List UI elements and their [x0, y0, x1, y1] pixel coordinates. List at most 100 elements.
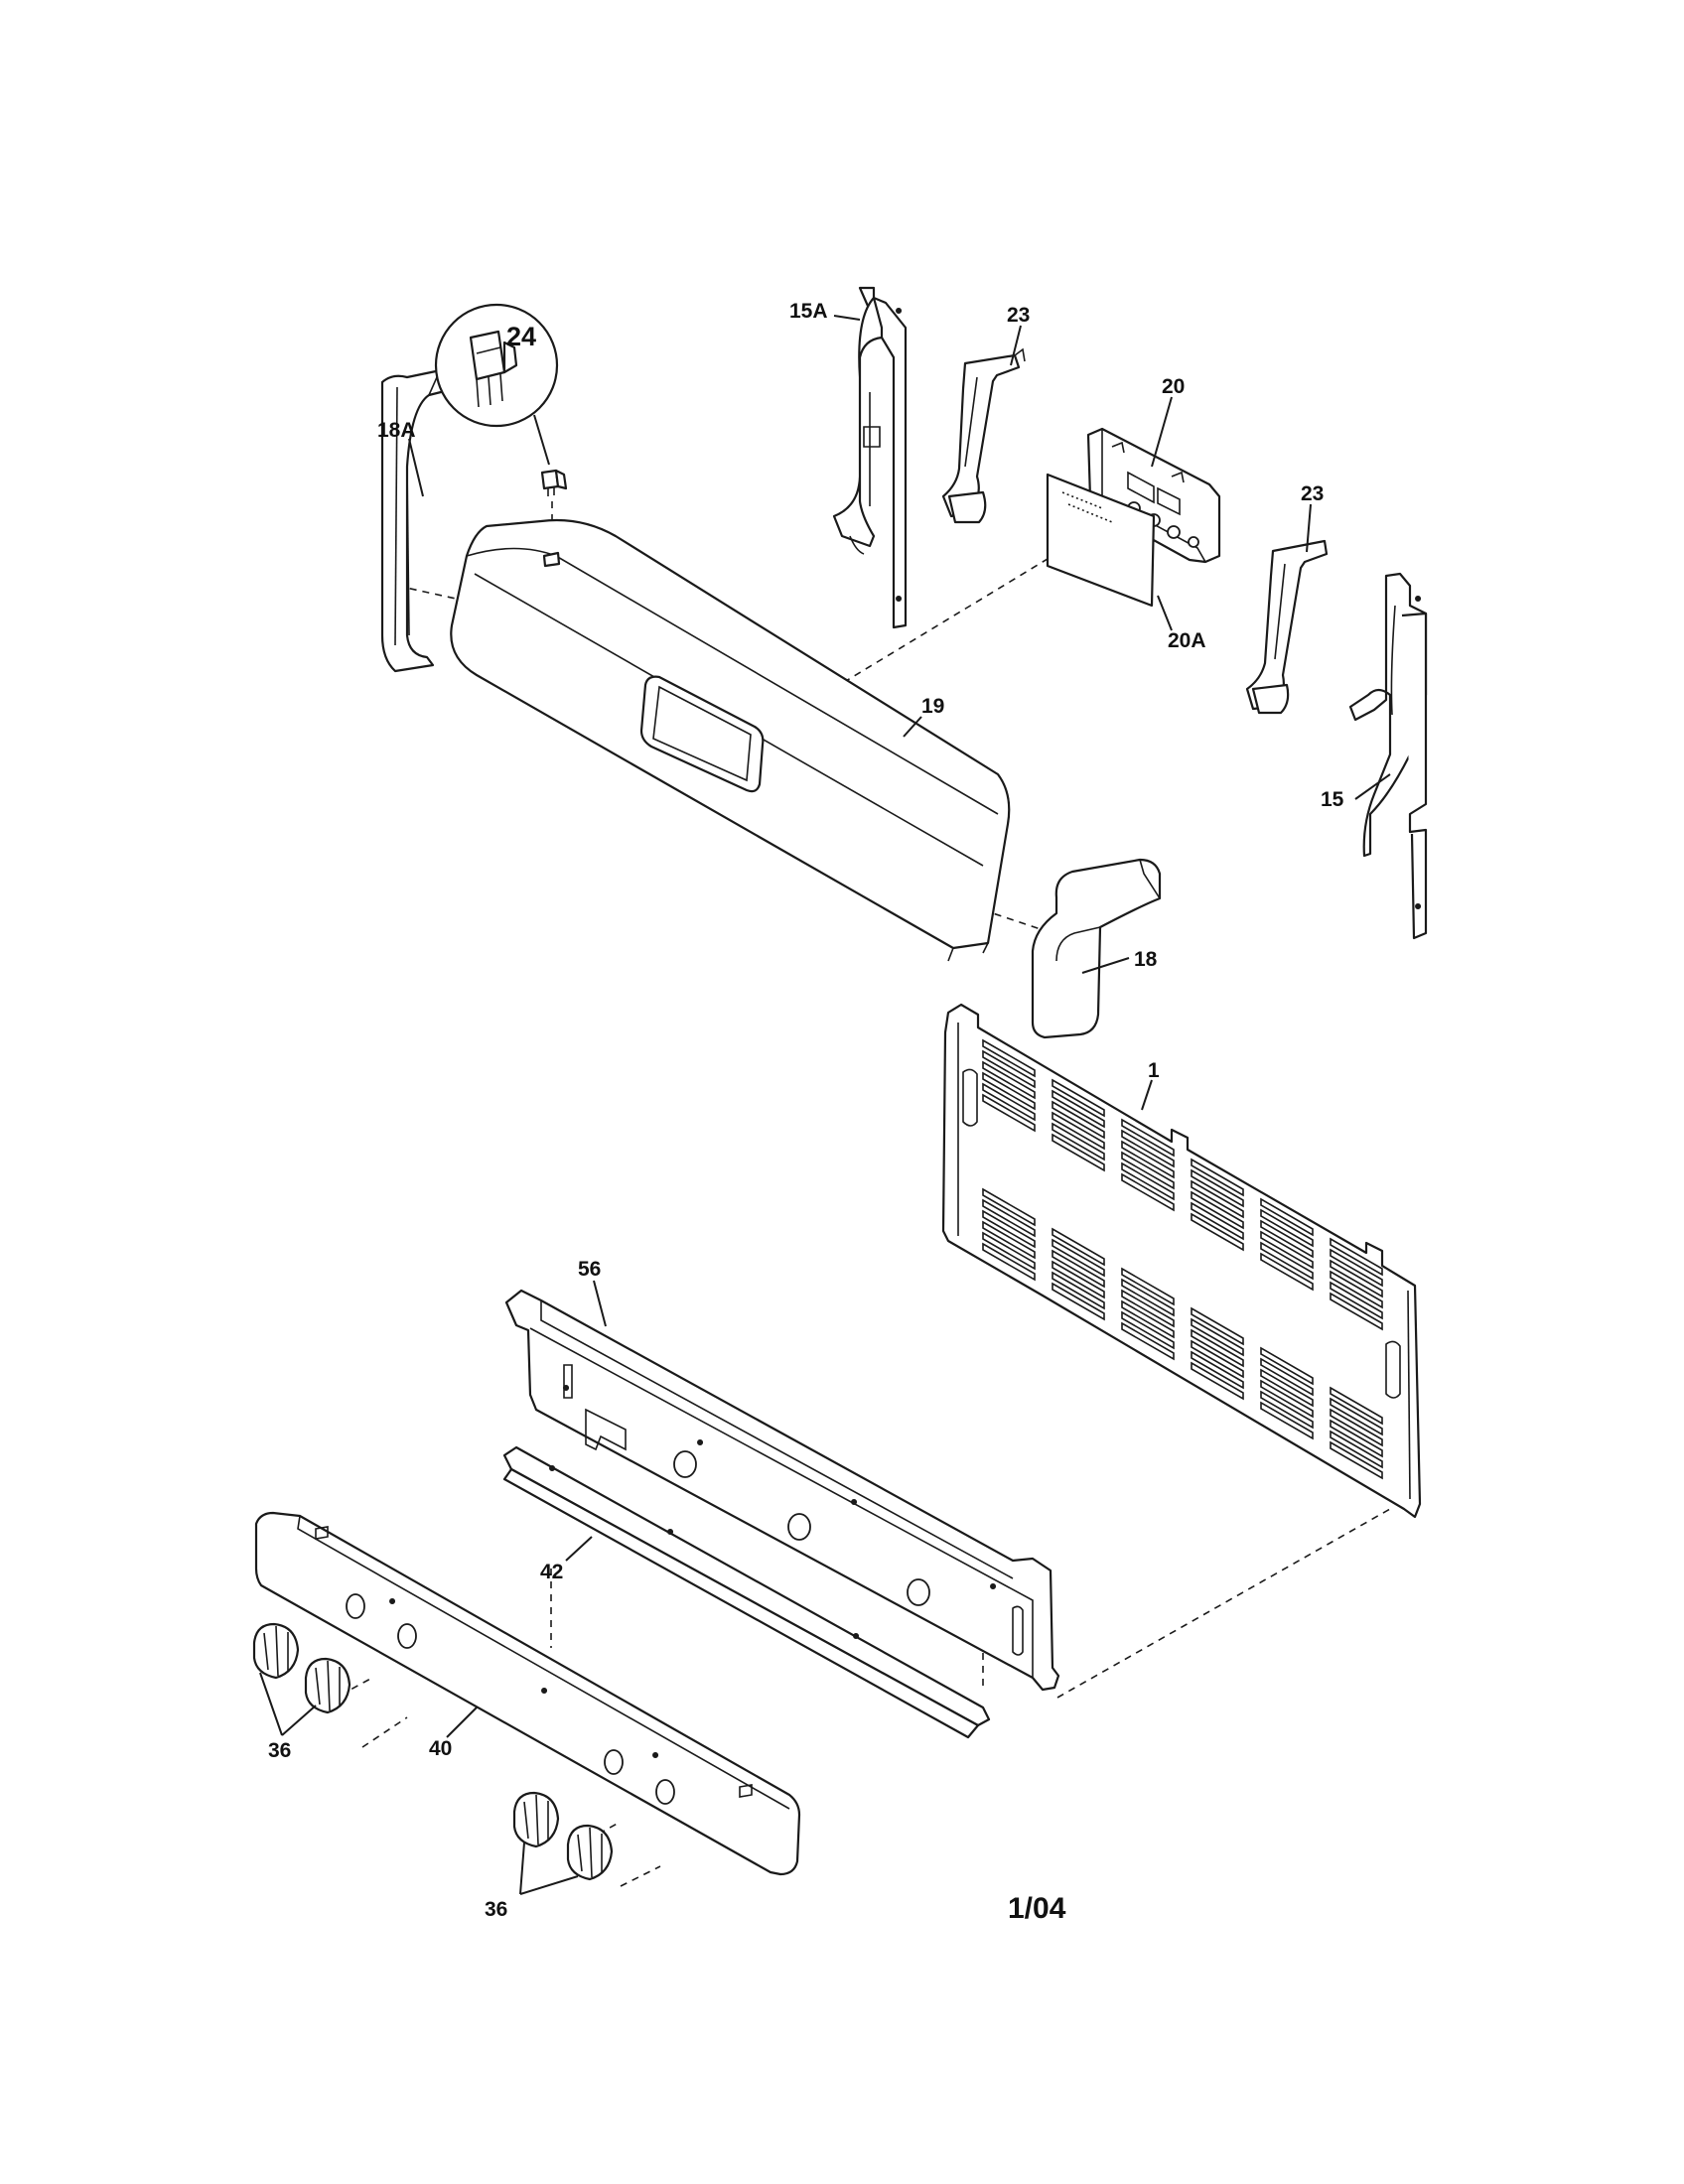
- louvre-slot: [1191, 1190, 1244, 1230]
- label-20a: 20A: [1168, 629, 1206, 652]
- part-36-knobs: [252, 1622, 614, 1881]
- louvre-slot: [1330, 1440, 1383, 1480]
- knob-3: [512, 1791, 560, 1848]
- label-19: 19: [921, 695, 944, 718]
- louvre-slot: [1052, 1100, 1105, 1140]
- part-20a-overlay: [1046, 473, 1156, 608]
- louvre-slot: [1052, 1089, 1105, 1129]
- part-15a-left-bracket: [832, 286, 908, 629]
- louvre-slot: [1330, 1408, 1383, 1447]
- louvre-slot: [1052, 1133, 1105, 1172]
- louvre-slot: [1121, 1129, 1175, 1168]
- louvre-slot: [1330, 1419, 1383, 1458]
- louvre-slot: [1191, 1306, 1244, 1346]
- label-24: 24: [506, 322, 536, 351]
- louvre-slot: [1052, 1282, 1105, 1321]
- louvre-slot: [982, 1198, 1036, 1238]
- louvre-slot: [1121, 1151, 1175, 1190]
- louvre-slot: [1121, 1321, 1175, 1361]
- louvre-slot: [1330, 1281, 1383, 1320]
- label-15a: 15A: [789, 300, 828, 323]
- louvre-slot: [1191, 1179, 1244, 1219]
- louvre-slot: [1191, 1201, 1244, 1241]
- louvre-slot: [982, 1082, 1036, 1122]
- louvre-slot: [982, 1038, 1036, 1078]
- louvre-slot: [1260, 1346, 1314, 1386]
- label-23-left: 23: [1007, 304, 1030, 327]
- louvre-slot: [1052, 1078, 1105, 1118]
- part-42-trim-strip: [502, 1445, 991, 1739]
- louvre-slot: [1052, 1111, 1105, 1151]
- louvre-slot: [1191, 1212, 1244, 1252]
- label-15: 15: [1321, 788, 1344, 811]
- louvre-slot: [1121, 1310, 1175, 1350]
- label-1: 1: [1148, 1059, 1160, 1082]
- louvre-slot: [1260, 1197, 1314, 1237]
- louvre-slot: [1052, 1271, 1105, 1310]
- louvre-slot: [1052, 1249, 1105, 1289]
- louvre-slot: [982, 1093, 1036, 1133]
- part-18-right-end-cap: [1031, 858, 1162, 1039]
- label-18: 18: [1134, 948, 1158, 971]
- label-36-right: 36: [485, 1898, 507, 1921]
- louvre-slot: [1330, 1237, 1383, 1277]
- louvre-slot: [1052, 1260, 1105, 1299]
- louvre-slot: [1052, 1238, 1105, 1278]
- part-23-left-bracket: [941, 347, 1026, 524]
- louvre-slot: [1121, 1267, 1175, 1306]
- louvre-slot: [1330, 1248, 1383, 1288]
- label-40: 40: [429, 1737, 452, 1760]
- part-56-mount-panel: [504, 1289, 1060, 1692]
- louvre-slot: [1330, 1292, 1383, 1331]
- louvre-slot: [1260, 1208, 1314, 1248]
- part-labels: 24 18A 15A 23 20 23 20A 19 15 18 1 56 42…: [268, 300, 1344, 1925]
- knob-4: [566, 1824, 614, 1881]
- knob-2: [304, 1657, 351, 1714]
- part-19-console: [450, 518, 1011, 962]
- louvre-slot: [1260, 1219, 1314, 1259]
- label-36-left: 36: [268, 1739, 291, 1762]
- louvre-slot: [982, 1071, 1036, 1111]
- louvre-slot: [1191, 1328, 1244, 1368]
- louvre-slot: [1052, 1122, 1105, 1161]
- louvre-slot: [1330, 1386, 1383, 1426]
- louvre-slot: [982, 1187, 1036, 1227]
- label-42: 42: [540, 1561, 563, 1583]
- louvre-slot: [1260, 1357, 1314, 1397]
- louvre-slot: [1121, 1278, 1175, 1317]
- louvre-slot: [1260, 1241, 1314, 1281]
- louvre-slot: [982, 1231, 1036, 1271]
- louvre-slot: [1191, 1168, 1244, 1208]
- louvre-slot: [1330, 1430, 1383, 1469]
- louvre-slot: [1121, 1172, 1175, 1212]
- date-code: 1/04: [1008, 1892, 1066, 1925]
- louvre-slot: [1260, 1368, 1314, 1408]
- label-56: 56: [578, 1258, 601, 1281]
- part-40-control-panel: [254, 1511, 801, 1876]
- part-15-right-bracket: [1348, 572, 1428, 940]
- louvre-slot: [1260, 1252, 1314, 1292]
- louvre-slot: [1260, 1390, 1314, 1430]
- louvre-slot: [982, 1220, 1036, 1260]
- louvre-slot: [1191, 1339, 1244, 1379]
- rear-panel-louvres: [982, 1038, 1383, 1480]
- louvre-slot: [1260, 1379, 1314, 1419]
- louvre-slot: [1330, 1259, 1383, 1298]
- knob-1: [252, 1622, 300, 1680]
- louvre-slot: [982, 1060, 1036, 1100]
- louvre-slot: [1052, 1227, 1105, 1267]
- louvre-slot: [1121, 1289, 1175, 1328]
- louvre-slot: [1121, 1161, 1175, 1201]
- part-23-right-bracket: [1245, 539, 1329, 715]
- part-18a-left-end-cap: [380, 363, 467, 673]
- louvre-slot: [1330, 1397, 1383, 1436]
- label-18a: 18A: [377, 419, 416, 442]
- louvre-slot: [982, 1049, 1036, 1089]
- louvre-slot: [1330, 1270, 1383, 1309]
- louvre-slot: [1121, 1118, 1175, 1158]
- louvre-slot: [1121, 1140, 1175, 1179]
- louvre-slot: [1191, 1317, 1244, 1357]
- louvre-slot: [1191, 1350, 1244, 1390]
- louvre-slot: [1260, 1230, 1314, 1270]
